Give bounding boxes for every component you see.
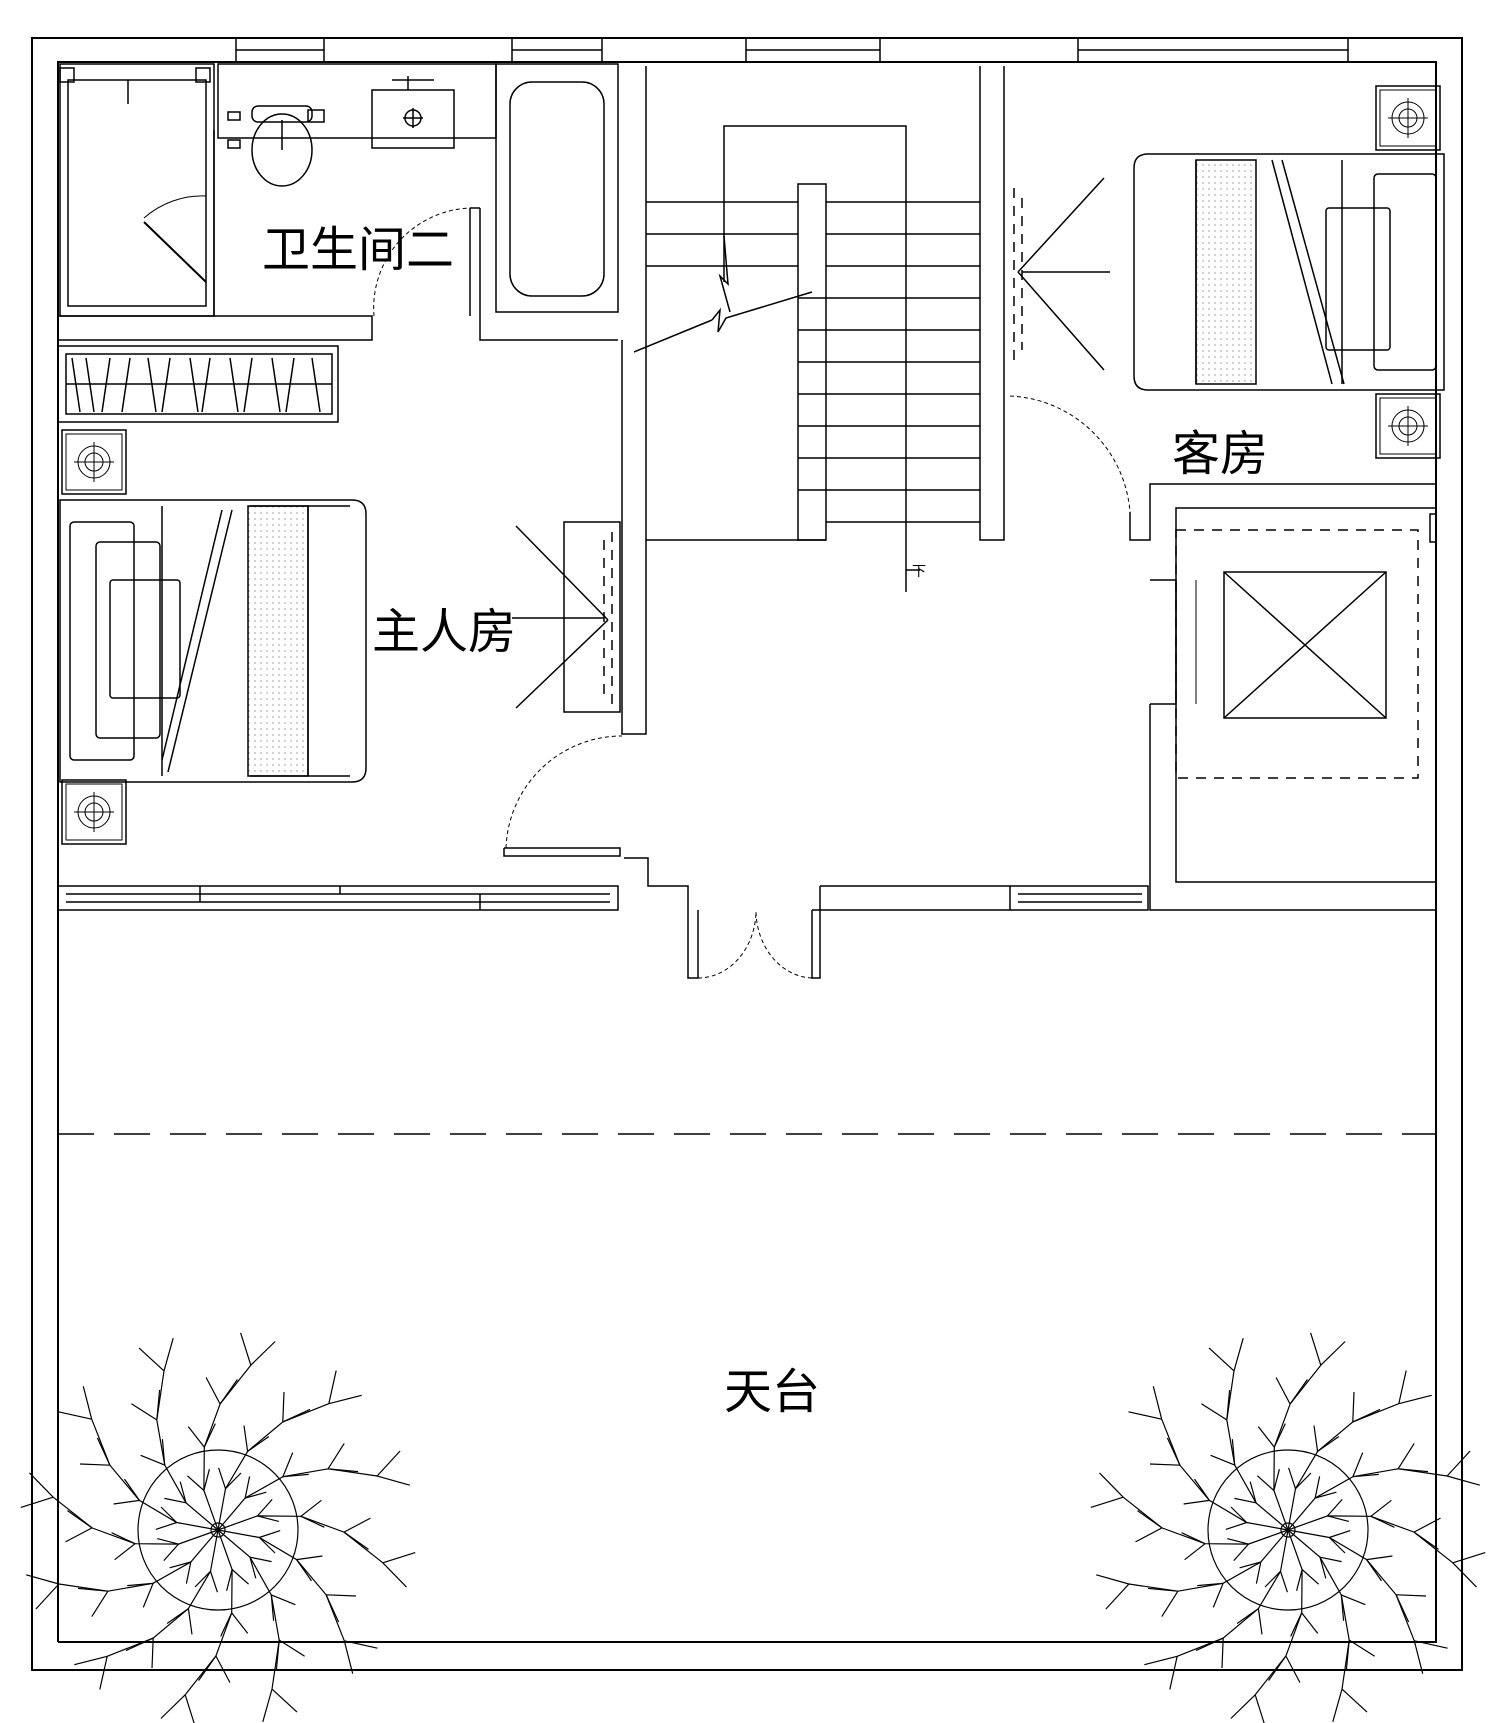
master-door [504, 736, 622, 856]
closet [58, 346, 338, 422]
bathroom-label: 卫生间二 [262, 222, 454, 278]
top-windows [236, 38, 1348, 62]
master-bed [60, 429, 366, 845]
tree-symbol [1091, 1333, 1485, 1723]
master-bedroom-label: 主人房 [372, 604, 516, 660]
elevator [1150, 508, 1436, 910]
terrace-label: 天台 [724, 1364, 820, 1420]
guest-room-label: 客房 [1172, 426, 1268, 482]
bathroom [58, 64, 618, 340]
front-wall [58, 858, 1148, 978]
guest-room [1010, 85, 1444, 540]
stair-down-label: 下 [912, 564, 926, 580]
master-wardrobe [512, 522, 620, 712]
tree-symbol [21, 1333, 415, 1723]
stair [622, 66, 1004, 734]
